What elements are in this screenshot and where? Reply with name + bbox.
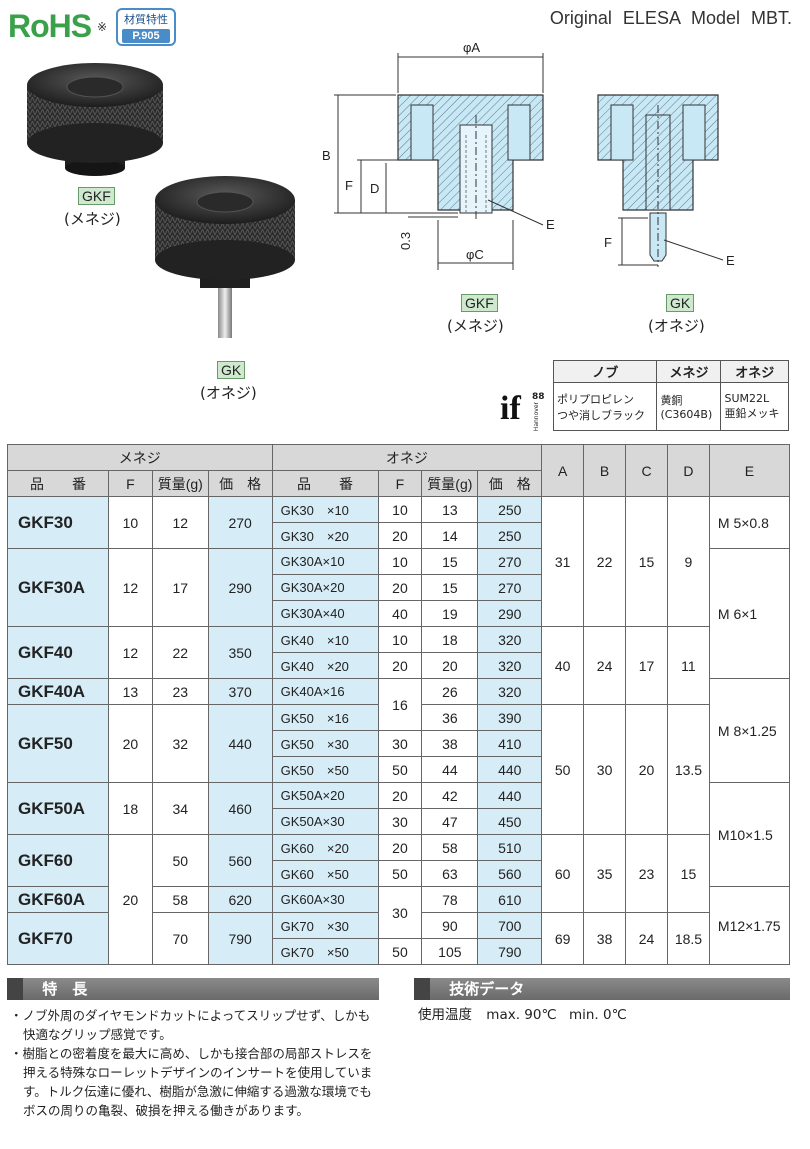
gk-drawing-label: GK — [666, 293, 695, 312]
gk-dim-f-label: F — [604, 235, 612, 250]
dim-f-label: F — [345, 178, 353, 193]
dim-a-label: φA — [463, 40, 480, 55]
gk-knob-photo — [155, 176, 295, 338]
dim-b-label: B — [322, 148, 331, 163]
rohs-note-mark: ※ — [97, 20, 108, 34]
tech-data-temperature: 使用温度 max. 90℃ min. 0℃ — [418, 1007, 627, 1023]
technical-drawing: φA B F D 0.3 φC E F E — [322, 40, 735, 270]
material-badge-page: P.905 — [122, 29, 170, 43]
feature-item: ・樹脂との密着度を最大に高め、しかも接合部の局部ストレスを押える特殊なローレット… — [10, 1046, 373, 1118]
dim-c-label: φC — [466, 247, 484, 262]
gkf-tag: GKF — [78, 187, 115, 205]
gkf-section-drawing — [397, 94, 544, 220]
rohs-logo: RoHS — [8, 8, 92, 44]
mat-head-female: メネジ — [656, 360, 722, 383]
gkf-drawing-tag: GKF — [461, 294, 498, 312]
material-badge-label: 材質特性 — [124, 13, 168, 26]
mat-knob: ポリプロピレンつや消しブラック — [552, 382, 658, 431]
mat-female: 黄銅(C3604B) — [656, 382, 722, 431]
col-c-header: C — [625, 444, 668, 497]
col-a-header: A — [541, 444, 585, 497]
gk-drawing-tag: GK — [666, 294, 695, 312]
gkf-drawing-label: GKF — [461, 293, 498, 312]
group-male-header: オネジ — [271, 444, 543, 471]
gk-photo-label: GK — [217, 360, 246, 379]
mat-head-male: オネジ — [720, 360, 789, 383]
col-e-header: E — [708, 444, 791, 497]
table-row: GKF40A 13 23 370 GK40A×16 16 26 320 M 8×… — [7, 678, 791, 783]
material-badge[interactable]: 材質特性 P.905 — [116, 8, 176, 46]
table-row: GKF50 20 32 440 GK50 ×16 36 390 50 30 20… — [7, 704, 790, 835]
gk-tag: GK — [217, 361, 246, 379]
features-header: 特 長 — [7, 978, 379, 1000]
features-list: ・ノブ外周のダイヤモンドカットによってスリップせず、しかも快適なグリップ感覚です… — [10, 1006, 382, 1120]
gkf-photo-caption: (メネジ) — [64, 210, 121, 228]
dim-d-label: D — [370, 181, 379, 196]
gk-photo-caption: (オネジ) — [200, 384, 257, 402]
group-female-header: メネジ — [7, 444, 273, 471]
dim-e-label: E — [546, 217, 555, 232]
if-design-award-logo: if 88 Hannover — [500, 390, 545, 432]
gk-section-drawing — [597, 94, 719, 267]
mat-head-knob: ノブ — [552, 360, 658, 383]
col-d-header: D — [666, 444, 710, 497]
table-row: GKF70 70 790 GK70 ×30 90 700 69 38 24 18… — [7, 912, 790, 965]
tech-data-header: 技術データ — [414, 978, 790, 1000]
product-photos — [27, 63, 295, 338]
gkf-knob-photo — [27, 63, 163, 176]
table-row: GKF60A 58 620 GK60A×30 30 78 610 M12×1.7… — [7, 886, 791, 965]
gkf-photo-label: GKF — [78, 186, 115, 205]
col-b-header: B — [583, 444, 627, 497]
material-table: ノブ メネジ オネジ ポリプロピレンつや消しブラック 黄銅(C3604B) SU… — [552, 360, 789, 431]
original-model-title: Original ELESA Model MBT. — [549, 8, 792, 28]
gk-drawing-caption: (オネジ) — [648, 317, 705, 335]
dim-03-label: 0.3 — [398, 232, 413, 250]
gk-dim-e-label: E — [726, 253, 735, 268]
feature-item: ・ノブ外周のダイヤモンドカットによってスリップせず、しかも快適なグリップ感覚です… — [10, 1008, 371, 1042]
gkf-drawing-caption: (メネジ) — [447, 317, 504, 335]
